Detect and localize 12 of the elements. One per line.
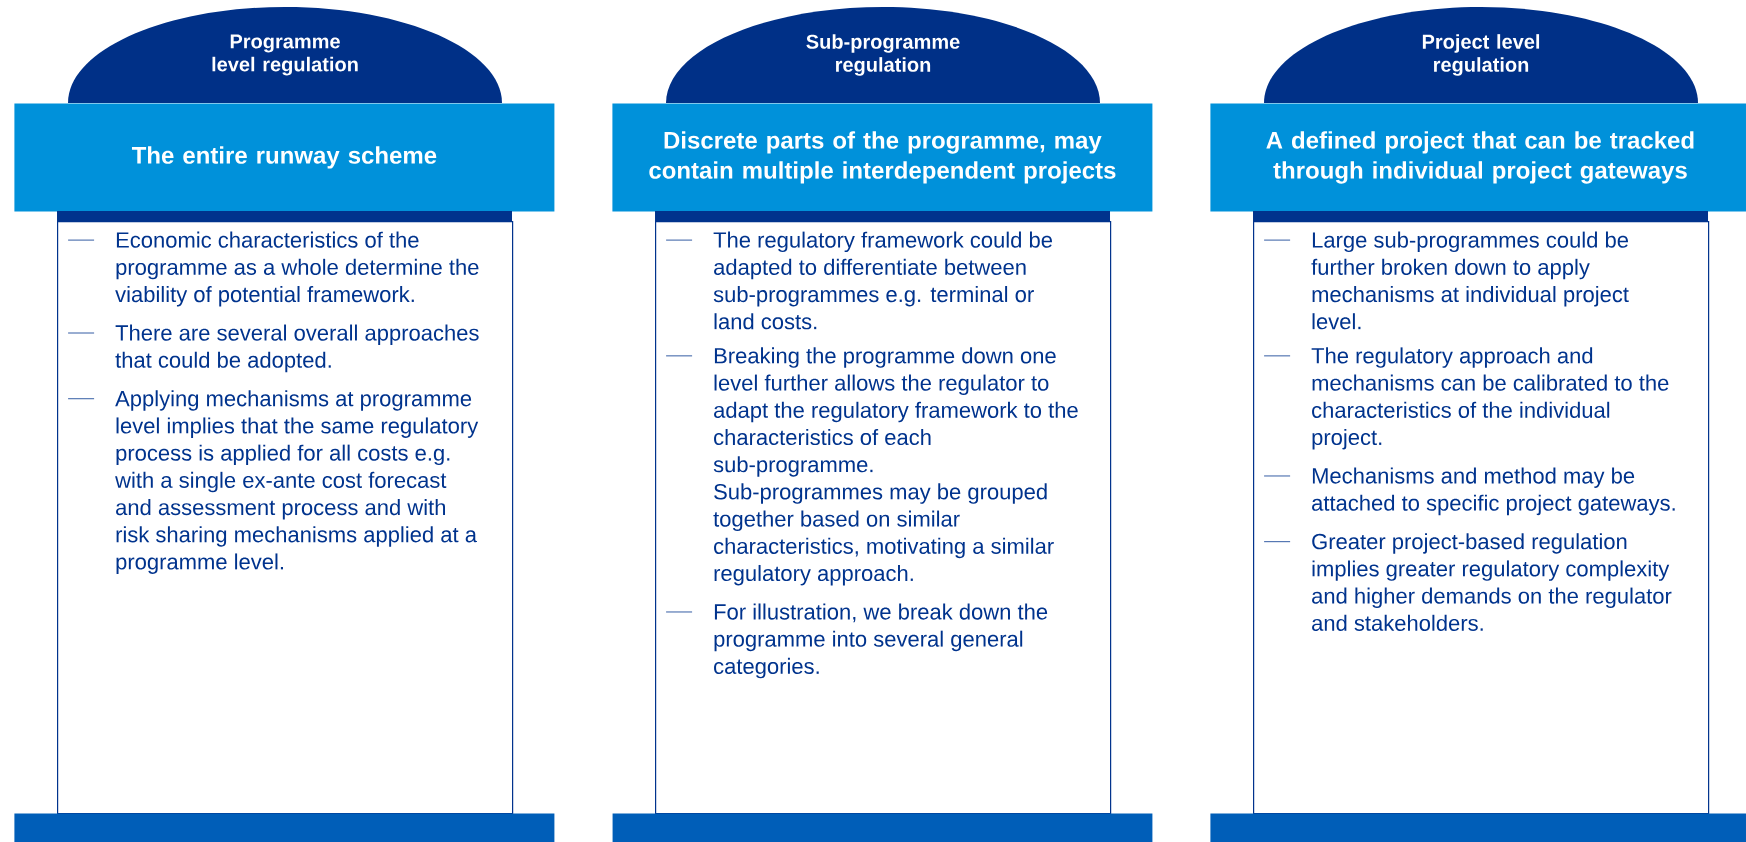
dome-tab: Programme level regulation bbox=[68, 7, 502, 103]
header-bar: A defined project that can be tracked through individual project gateways bbox=[1210, 103, 1746, 212]
header-bar: Discrete parts of the programme, may contain multiple interdependent projects bbox=[612, 103, 1153, 212]
text-panel: Large sub-programmes could be further broken down to apply mechanisms at individual project level. The regulatory approach and mechanisms can be calibrated to the characteristics of the individual project. Mechanisms and method may be attached to specific project gateways. Greater project-based regulation implies greater regulatory complexity and higher demands on the regulator and stakeholders. bbox=[1253, 211, 1710, 815]
header-bar: The entire runway scheme bbox=[14, 103, 555, 212]
text-panel: Economic characteristics of the programme as a whole determine the viability of potential framework. There are several overall approaches that could be adopted. Applying mechanisms at programme level implies that the same regulatory process is applied for all costs e.g. with a single ex-ante cost forecast and assessment process and with risk sharing mechanisms applied at a programme level. bbox=[57, 211, 514, 815]
footer-bar bbox=[1210, 813, 1746, 842]
footer-bar bbox=[14, 813, 555, 842]
text-panel: The regulatory framework could be adapted to differentiate between sub-programmes e.g. terminal or land costs. Breaking the programme down one level further allows the regulator to adapt the regulatory framework to the characteristics of each sub-programme. Sub-programmes may be grouped together based on similar characteristics, motivating a similar regulatory approach. For illustration, we break down the programme into several general categories. bbox=[655, 211, 1112, 815]
dome-tab: Sub-programme regulation bbox=[666, 7, 1100, 103]
dome-tab: Project level regulation bbox=[1264, 7, 1698, 103]
footer-bar bbox=[612, 813, 1153, 842]
